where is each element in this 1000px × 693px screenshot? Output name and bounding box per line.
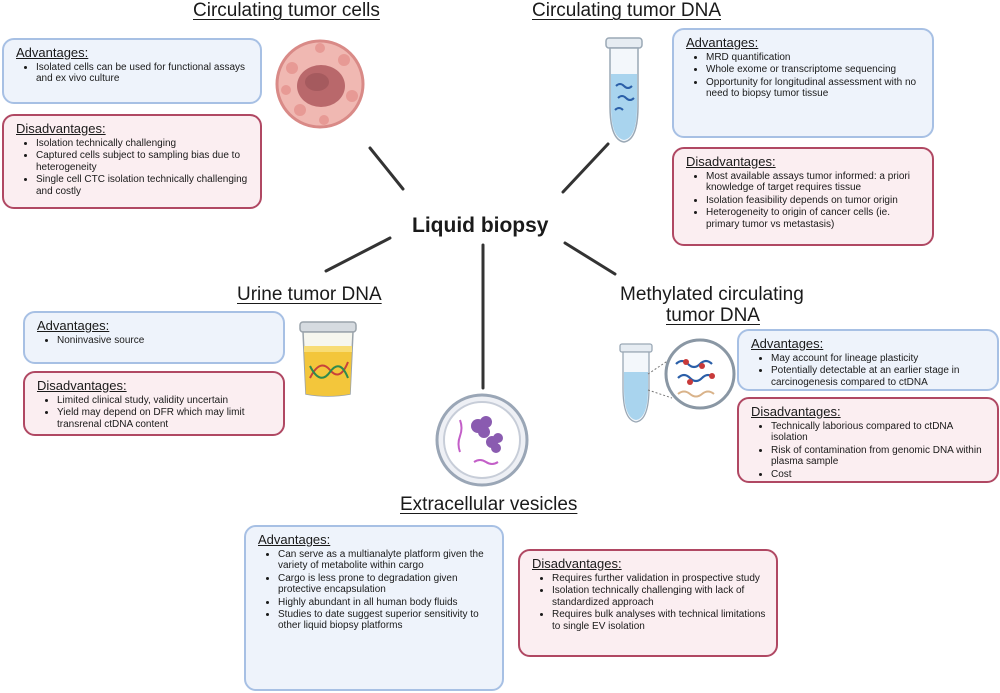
urine-cup-icon xyxy=(299,321,357,397)
methylated-advantages-box: Advantages: May account for lineage plas… xyxy=(737,329,999,391)
methylated-disadvantage-item: Cost xyxy=(771,469,987,480)
ctdna-disadvantage-item: Isolation feasibility depends on tumor o… xyxy=(706,195,922,206)
methylated-title-line2: tumor DNA xyxy=(666,305,760,326)
connector-urine xyxy=(324,236,392,273)
methylated-disadvantage-item: Technically laborious compared to ctDNA … xyxy=(771,421,987,444)
ev-advantage-item: Cargo is less prone to degradation given… xyxy=(278,573,492,596)
connector-methylated xyxy=(563,241,617,276)
ev-title: Extracellular vesicles xyxy=(400,494,578,515)
ctc-disadvantage-item: Isolation technically challenging xyxy=(36,138,250,149)
ctc-disadvantage-item: Single cell CTC isolation technically ch… xyxy=(36,174,250,197)
ev-advantage-item: Can serve as a multianalyte platform giv… xyxy=(278,549,492,572)
methylated-advantage-item: Potentially detectable at an earlier sta… xyxy=(771,365,987,388)
urine-disadvantages-header: Disadvantages: xyxy=(37,378,127,393)
ctdna-disadvantages-box: Disadvantages: Most available assays tum… xyxy=(672,147,934,246)
ev-disadvantage-item: Requires further validation in prospecti… xyxy=(552,573,766,584)
ctdna-disadvantage-item: Heterogeneity to origin of cancer cells … xyxy=(706,207,922,230)
methylated-tube xyxy=(619,343,653,423)
connector-ctc xyxy=(368,146,405,191)
extracellular-vesicle-icon xyxy=(435,393,529,487)
ctc-disadvantage-item: Captured cells subject to sampling bias … xyxy=(36,150,250,173)
ev-disadvantages-header: Disadvantages: xyxy=(532,556,622,571)
ev-advantages-box: Advantages: Can serve as a multianalyte … xyxy=(244,525,504,691)
methylated-disadvantages-header: Disadvantages: xyxy=(751,404,841,419)
ctc-disadvantages-header: Disadvantages: xyxy=(16,121,106,136)
ctdna-advantages-header: Advantages: xyxy=(686,35,759,50)
methylated-advantages-header: Advantages: xyxy=(751,336,824,351)
urine-advantages-header: Advantages: xyxy=(37,318,110,333)
ctdna-disadvantages-header: Disadvantages: xyxy=(686,154,776,169)
ev-disadvantage-item: Isolation technically challenging with l… xyxy=(552,585,766,608)
connector-ctdna xyxy=(561,142,610,194)
ev-advantages-header: Advantages: xyxy=(258,532,331,547)
urine-disadvantage-item: Limited clinical study, validity uncerta… xyxy=(57,395,273,406)
ctc-advantages-header: Advantages: xyxy=(16,45,89,60)
methylated-title-line1: Methylated circulating xyxy=(620,284,804,305)
tumor-cell-icon xyxy=(275,39,365,129)
center-title: Liquid biopsy xyxy=(412,214,549,237)
ctc-advantages-box: Advantages: Isolated cells can be used f… xyxy=(2,38,262,104)
ctdna-advantage-item: Whole exome or transcriptome sequencing xyxy=(706,64,922,75)
ev-advantage-item: Highly abundant in all human body fluids xyxy=(278,597,492,608)
blood-tube-icon xyxy=(605,37,643,143)
ev-disadvantages-box: Disadvantages: Requires further validati… xyxy=(518,549,778,657)
ctdna-disadvantage-item: Most available assays tumor informed: a … xyxy=(706,171,922,194)
ev-disadvantage-item: Requires bulk analyses with technical li… xyxy=(552,609,766,632)
methylated-advantage-item: May account for lineage plasticity xyxy=(771,353,987,364)
ctdna-advantage-item: Opportunity for longitudinal assessment … xyxy=(706,77,922,100)
methylated-disadvantage-item: Risk of contamination from genomic DNA w… xyxy=(771,445,987,468)
urine-advantage-item: Noninvasive source xyxy=(57,335,273,346)
ctdna-title: Circulating tumor DNA xyxy=(532,0,721,21)
ctdna-advantage-item: MRD quantification xyxy=(706,52,922,63)
methylated-disadvantages-box: Disadvantages: Technically laborious com… xyxy=(737,397,999,483)
ctc-title: Circulating tumor cells xyxy=(193,0,380,21)
urine-title: Urine tumor DNA xyxy=(237,284,382,305)
ctc-disadvantages-box: Disadvantages: Isolation technically cha… xyxy=(2,114,262,209)
urine-disadvantages-box: Disadvantages: Limited clinical study, v… xyxy=(23,371,285,436)
methylated-dna-icon xyxy=(619,338,736,423)
urine-advantages-box: Advantages: Noninvasive source xyxy=(23,311,285,364)
ev-advantage-item: Studies to date suggest superior sensiti… xyxy=(278,609,492,632)
ctc-advantage-item: Isolated cells can be used for functiona… xyxy=(36,62,250,85)
ctdna-advantages-box: Advantages: MRD quantification Whole exo… xyxy=(672,28,934,138)
urine-disadvantage-item: Yield may depend on DFR which may limit … xyxy=(57,407,273,430)
